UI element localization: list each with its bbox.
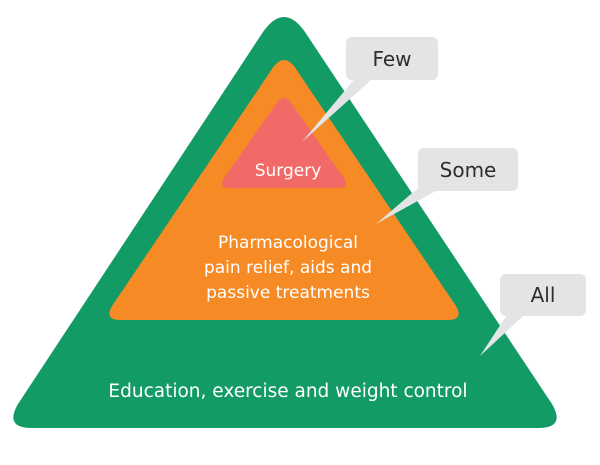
callout-some-text: Some [440,158,497,182]
callout-some: Some [376,148,518,224]
callout-few-pointer [302,70,382,142]
callout-few-text: Few [372,47,411,71]
middle-tier-label-line-2: pain relief, aids and [204,258,372,278]
callout-all: All [480,274,586,356]
callout-all-text: All [531,283,556,307]
middle-tier [109,60,459,320]
callout-all-box [500,274,586,316]
callout-few: Few [302,37,438,142]
callout-all-pointer [480,304,536,356]
middle-tier-label-line-3: passive treatments [206,283,370,303]
base-tier-label: Education, exercise and weight control [108,381,467,402]
top-tier [222,98,346,188]
top-tier-label: Surgery [255,161,322,181]
middle-tier-label-line-1: Pharmacological [218,233,358,253]
callout-few-box [346,37,438,80]
callout-some-box [418,148,518,191]
